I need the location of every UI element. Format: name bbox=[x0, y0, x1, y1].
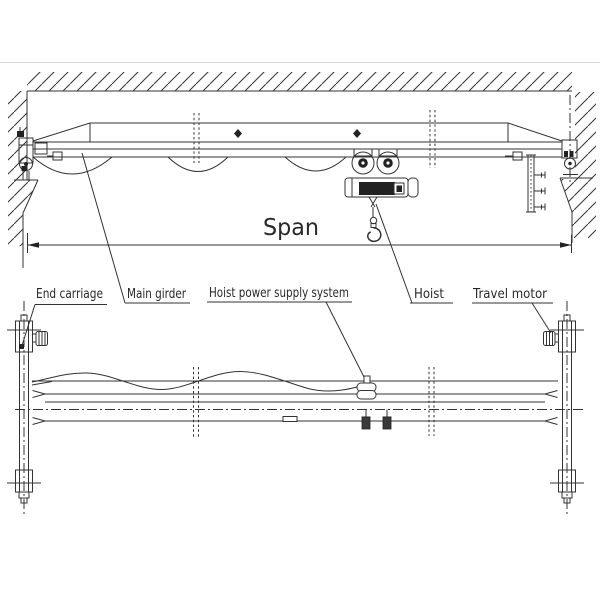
ceiling-hatch bbox=[27, 72, 572, 92]
elevation-view: Span bbox=[8, 72, 596, 268]
rail-bracket bbox=[534, 187, 546, 195]
festoon-cable-loops bbox=[32, 156, 347, 175]
end-carriage-label: End carriage bbox=[36, 286, 103, 302]
rail-bracket bbox=[534, 203, 546, 211]
leader-line bbox=[21, 304, 36, 348]
runway-wheel-right bbox=[564, 157, 576, 170]
dimension-arrow-right bbox=[560, 242, 572, 248]
dimension-arrow-left bbox=[27, 242, 39, 248]
leader-line bbox=[531, 302, 552, 334]
rail-bracket bbox=[534, 171, 546, 179]
leader-line bbox=[81, 152, 126, 304]
power-supply-rail bbox=[526, 154, 546, 213]
callout-labels: End carriage Main girder Hoist power sup… bbox=[21, 152, 553, 378]
power-connector-plan bbox=[356, 375, 377, 400]
hoist-trolley bbox=[344, 148, 419, 198]
travel-motor-label: Travel motor bbox=[472, 286, 547, 302]
end-carriage-left-plan bbox=[7, 301, 41, 516]
hoist-suspension-plan bbox=[361, 409, 392, 430]
girder-bracket-tab bbox=[282, 416, 298, 422]
end-carriage-end-view-left bbox=[17, 127, 48, 180]
trolley-wheel bbox=[351, 151, 375, 175]
festoon-cable-plan bbox=[31, 370, 358, 392]
label-main-girder: Main girder bbox=[81, 152, 190, 304]
end-carriage-right-plan bbox=[550, 301, 584, 516]
main-girder-plan bbox=[15, 367, 585, 437]
hoist-power-supply-label: Hoist power supply system bbox=[209, 285, 349, 301]
span-dimension: Span bbox=[27, 215, 572, 253]
leader-line bbox=[325, 301, 365, 378]
travel-motor-right-plan bbox=[543, 331, 559, 346]
label-end-carriage: End carriage bbox=[21, 286, 107, 348]
leader-line bbox=[375, 203, 413, 304]
label-hoist-power-supply: Hoist power supply system bbox=[207, 285, 365, 378]
main-girder-label: Main girder bbox=[127, 286, 186, 302]
trolley-wheel bbox=[376, 151, 400, 175]
hoist-motor-cap bbox=[407, 177, 419, 198]
label-hoist: Hoist bbox=[375, 203, 453, 304]
lift-point-diamond-icon bbox=[353, 129, 361, 138]
travel-motor-left-plan bbox=[32, 331, 48, 346]
lift-point-diamond-icon bbox=[234, 129, 242, 138]
right-wall bbox=[559, 92, 596, 243]
label-travel-motor: Travel motor bbox=[472, 286, 553, 334]
hoist-label: Hoist bbox=[414, 286, 444, 302]
end-carriage-end-view-right bbox=[561, 139, 578, 175]
main-girder-elevation bbox=[32, 110, 563, 168]
hoist-hook-icon bbox=[367, 196, 382, 243]
span-label: Span bbox=[263, 215, 319, 241]
plan-view bbox=[7, 301, 585, 516]
